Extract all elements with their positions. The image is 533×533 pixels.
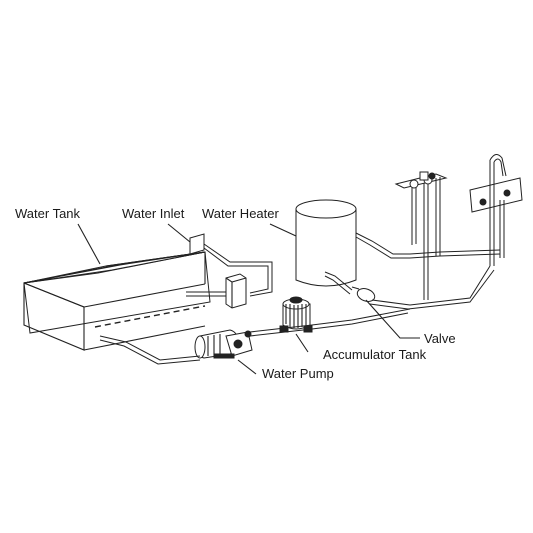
shower-assembly	[469, 154, 523, 266]
water-heater	[295, 199, 410, 295]
faucet-assembly	[394, 171, 448, 300]
leader-water-inlet	[167, 223, 191, 243]
leader-water-heater	[269, 223, 297, 237]
leader-water-tank	[77, 223, 101, 265]
label-accumulator-tank: Accumulator Tank	[323, 347, 427, 362]
water-pump	[194, 329, 253, 359]
tank-to-pump-pipe	[99, 335, 201, 365]
water-tank	[23, 251, 211, 351]
leader-valve	[365, 299, 420, 339]
water-inlet	[189, 233, 273, 297]
leader-accumulator-tank	[295, 333, 309, 353]
tank-to-filter-pipe	[186, 291, 226, 297]
valve	[351, 286, 411, 310]
label-valve: Valve	[424, 331, 456, 346]
inlet-filter-box	[225, 273, 247, 309]
leader-water-pump	[237, 359, 257, 375]
label-water-heater: Water Heater	[202, 206, 279, 221]
label-water-tank: Water Tank	[15, 206, 81, 221]
main-supply-pipe	[249, 308, 411, 337]
label-water-inlet: Water Inlet	[122, 206, 185, 221]
right-distribution-pipes	[407, 249, 501, 310]
label-water-pump: Water Pump	[262, 366, 334, 381]
